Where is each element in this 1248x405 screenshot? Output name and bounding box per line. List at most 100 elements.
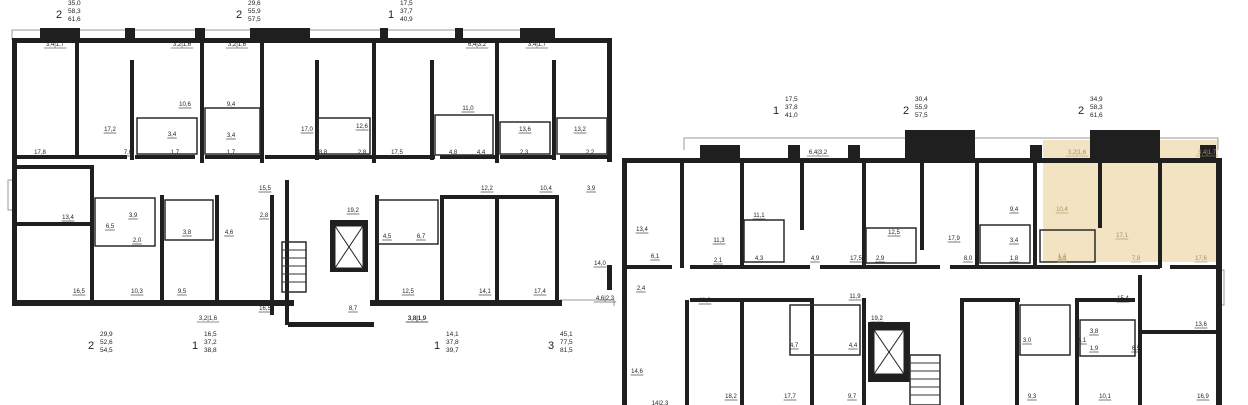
apartment-living: 37,8: [785, 104, 798, 111]
room-area-label: 3,4|1,7: [528, 42, 547, 48]
apartment-living: 52,6: [100, 339, 113, 346]
room-area-label: 6,1: [651, 254, 660, 260]
apartment-summary[interactable]: 345,177,581,5: [548, 331, 573, 354]
room-area-label: 3,2|1,6: [923, 150, 942, 156]
apartment-summary[interactable]: 230,455,957,5: [903, 96, 928, 119]
room-area-label: 15,5: [259, 186, 271, 192]
room-area-label: 17,8: [34, 150, 46, 156]
apartment-summary[interactable]: 235,058,361,6: [56, 0, 81, 23]
room-area-label: 11,1: [753, 213, 765, 219]
room-area-label: 12,6: [356, 124, 368, 130]
room-area-label: 9,4: [227, 102, 236, 108]
room-area-label: 2,3: [520, 150, 529, 156]
room-area-label: 9,7: [848, 394, 857, 400]
room-area-label: 14,0: [594, 261, 606, 267]
apartment-summary[interactable]: 1 17,537,740,9: [388, 0, 413, 23]
apartment-area: 57,5: [915, 112, 928, 119]
room-area-label: 8,0: [964, 256, 973, 262]
left-block: [7, 28, 615, 327]
room-area-label: 10,3: [131, 289, 143, 295]
room-area-label: 13,4: [62, 215, 74, 221]
room-area-label: 19,2: [347, 208, 359, 214]
room-area-label: 16,5: [259, 306, 271, 312]
apartment-summary[interactable]: 229,952,654,5: [88, 331, 113, 354]
apartment-area: 39,7: [446, 347, 459, 354]
room-area-label: 13,2: [574, 127, 586, 133]
room-area-label: 13,6: [519, 127, 531, 133]
room-area-label: 2,8: [358, 150, 367, 156]
apartment-rooms: 1: [388, 9, 394, 21]
room-area-label: 1,7: [227, 150, 236, 156]
room-area-label: 10,4: [1056, 207, 1068, 213]
room-area-label: 13,4: [636, 227, 648, 233]
room-area-label: 4,6: [225, 230, 234, 236]
right-block: [622, 130, 1225, 405]
room-area-label: 4,7: [790, 343, 799, 349]
apartment-living: 37,7: [400, 8, 413, 15]
apartment-area: 40,9: [400, 16, 413, 23]
room-area-label: 17,9: [948, 236, 960, 242]
room-area-label: 17,1: [1116, 233, 1128, 239]
room-area-label: 6,4|3,2: [468, 42, 487, 48]
room-area-label: 11,0: [699, 298, 711, 304]
room-area-label: 9,4: [1010, 207, 1019, 213]
apartment-summary[interactable]: 116,537,238,8: [192, 331, 217, 354]
room-area-label: 3,4: [1010, 238, 1019, 244]
room-area-label: 4,4: [849, 343, 858, 349]
room-area-label: 6,5: [106, 224, 115, 230]
room-area-label: 11,0: [462, 106, 474, 112]
room-area-label: 7,6: [124, 150, 133, 156]
apartment-summary[interactable]: 229,655,957,5: [236, 0, 261, 23]
room-area-label: 11,9: [849, 294, 861, 300]
room-area-label: 16,9: [1197, 394, 1209, 400]
room-area-label: 16,5: [73, 289, 85, 295]
apartment-total: 16,5: [204, 331, 217, 338]
apartment-total: 30,4: [915, 96, 928, 103]
room-area-label: 11,3: [713, 238, 725, 244]
room-area-label: 18,2: [725, 394, 737, 400]
apartment-total: 34,9: [1090, 96, 1103, 103]
room-area-label: 6,7: [417, 234, 426, 240]
room-area-label: 10,6: [179, 102, 191, 108]
apartment-total: 17,5: [400, 0, 413, 7]
room-area-label: 17,5: [850, 256, 862, 262]
room-area-label: 3,2|1,6: [1068, 150, 1087, 156]
apartment-summary[interactable]: 114,137,839,7: [434, 331, 459, 354]
apartment-area: 61,6: [1090, 112, 1103, 119]
apartment-total: 35,0: [68, 0, 81, 7]
room-area-label: 4,3: [755, 256, 764, 262]
apartment-rooms: 2: [56, 9, 62, 21]
room-area-label: 3,9: [587, 186, 596, 192]
room-area-label: 3,8: [183, 230, 192, 236]
apartment-total: 14,1: [446, 331, 459, 338]
room-area-label: 14,6: [631, 369, 643, 375]
apartment-summary[interactable]: 234,958,361,6: [1078, 96, 1103, 119]
room-area-label: 10,4: [540, 186, 552, 192]
room-area-label: 2,1: [714, 258, 723, 264]
room-area-label: 2,2: [586, 150, 595, 156]
apartment-rooms: 3: [548, 340, 554, 352]
room-area-label: 3,9: [129, 213, 138, 219]
room-area-label: 3,8: [1090, 329, 1099, 335]
room-area-label: 4,5: [383, 234, 392, 240]
room-area-label: 14|2,3: [652, 401, 669, 405]
apartment-living: 37,2: [204, 339, 217, 346]
room-area-label: 3,8|1,9: [408, 316, 427, 322]
room-area-label: 10,1: [1099, 394, 1111, 400]
apartment-rooms: 1: [773, 105, 779, 117]
room-area-label: 4,1: [1078, 338, 1087, 344]
room-area-label: 4,4: [477, 150, 486, 156]
room-area-label: 2,8: [260, 213, 269, 219]
room-area-label: 9,5: [178, 289, 187, 295]
apartment-total: 17,5: [785, 96, 798, 103]
room-area-label: 13,6: [1195, 322, 1207, 328]
room-area-label: 4,9: [811, 256, 820, 262]
room-area-label: 3,4: [227, 133, 236, 139]
room-area-label: 7,8: [1132, 256, 1141, 262]
apartment-summary[interactable]: 117,537,841,0: [773, 96, 798, 119]
apartment-living: 58,3: [1090, 104, 1103, 111]
room-area-label: 1,9: [1090, 346, 1099, 352]
room-area-label: 17,7: [784, 394, 796, 400]
